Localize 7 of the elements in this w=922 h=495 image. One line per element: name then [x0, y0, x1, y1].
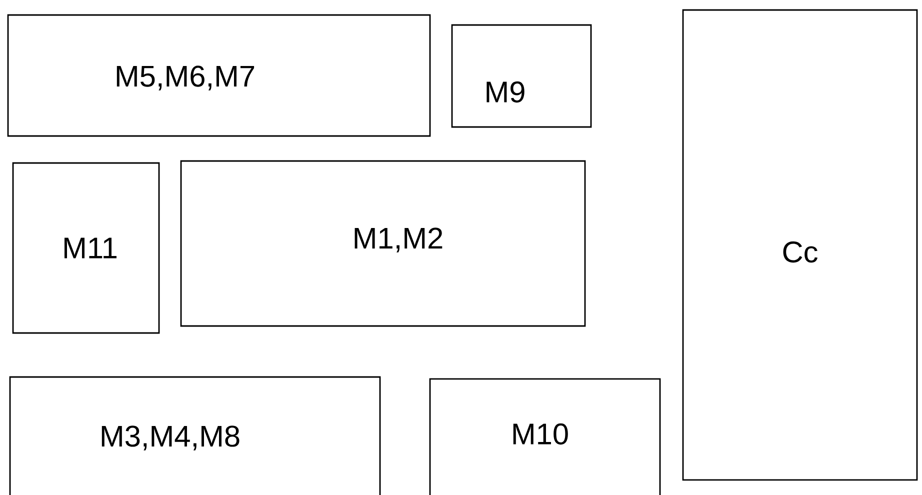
- box: M3,M4,M8: [9, 376, 381, 495]
- box: M10: [429, 378, 661, 495]
- box: M1,M2: [180, 160, 586, 327]
- box: Cc: [682, 9, 918, 481]
- box: M9: [451, 24, 592, 128]
- box: M11: [12, 162, 160, 334]
- box: M5,M6,M7: [7, 14, 431, 137]
